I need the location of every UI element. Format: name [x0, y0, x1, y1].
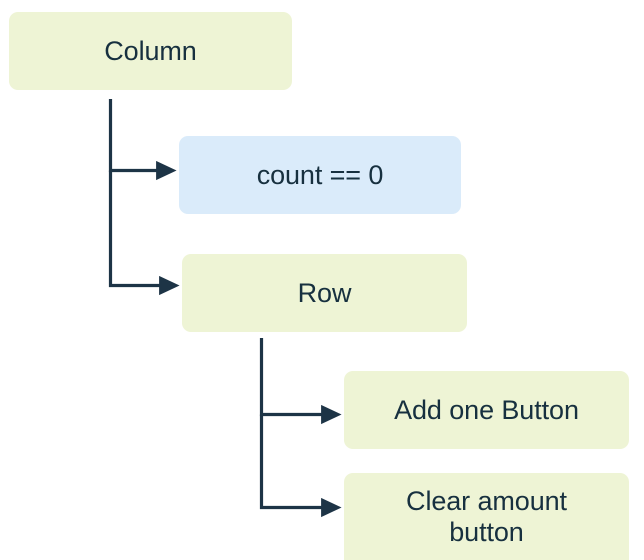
edge-row-to-clear-button: [259, 414, 342, 518]
node-row-label: Row: [297, 277, 352, 308]
edge-row-to-add-button: [259, 338, 342, 425]
edge-column-to-row: [108, 170, 180, 296]
node-clear-button[interactable]: Clear amount button: [344, 473, 629, 560]
node-row[interactable]: Row: [182, 254, 467, 332]
node-condition[interactable]: count == 0: [179, 136, 461, 214]
node-condition-label: count == 0: [256, 159, 384, 190]
node-column-label: Column: [104, 35, 197, 66]
node-column[interactable]: Column: [9, 12, 292, 90]
edge-column-to-condition: [108, 99, 177, 181]
node-add-button-label: Add one Button: [394, 394, 579, 425]
node-clear-button-label: Clear amount button: [406, 485, 567, 547]
node-add-button[interactable]: Add one Button: [344, 371, 629, 449]
